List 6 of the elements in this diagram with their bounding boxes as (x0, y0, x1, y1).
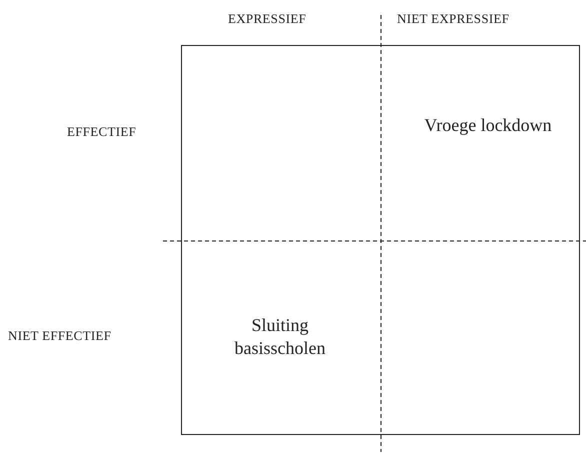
axis-label: EFFECTIEF (67, 124, 136, 140)
axis-label: NIET EFFECTIEF (8, 328, 112, 344)
quadrant-label: Vroege lockdown (423, 114, 553, 137)
axis-label: NIET EXPRESSIEF (397, 11, 510, 27)
axis-label: EXPRESSIEF (228, 11, 306, 27)
quadrant-label: Sluiting basisscholen (234, 314, 326, 360)
